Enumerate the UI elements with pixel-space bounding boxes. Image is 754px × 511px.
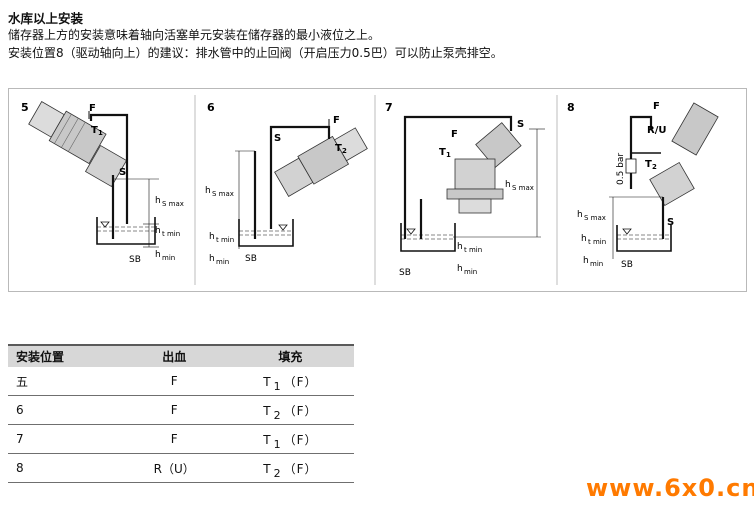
panel-8-t-sub: 2 [652, 163, 657, 171]
panel-6-t-label: T [335, 143, 342, 154]
panel-7-t-sub: 1 [446, 151, 451, 159]
panel-7-t-label: T [439, 147, 446, 158]
panel-6-f-label: F [333, 115, 340, 126]
fill-main: T [263, 403, 272, 418]
panel-7-hmin-label: h [457, 264, 463, 274]
panel-5-t-label: T [91, 125, 98, 136]
panel-6-hmin-label: h [209, 254, 215, 264]
panel-7-number: 7 [385, 101, 393, 114]
panel-8-hs-sub: S max [584, 214, 606, 222]
fill-sub: 1 [273, 437, 282, 451]
panel-8-t-label: T [645, 159, 652, 170]
panel-8-hmin-sub: min [590, 260, 603, 268]
panel-5-hs-sub: S max [162, 200, 184, 208]
table-header-row: 安装位置 出血 填充 [8, 344, 354, 367]
cell-position: 8 [8, 453, 130, 483]
installation-figure: 5 F T 1 S h S max h t min h [8, 88, 747, 292]
fill-main: T [263, 432, 272, 447]
fill-main: T [263, 374, 272, 389]
section-heading: 水库以上安装 [8, 11, 84, 26]
panel-6: 6 F S T 2 h S max h t min h min SB [205, 101, 368, 266]
panel-5-ht-label: h [155, 226, 161, 236]
panel-7-s-label: S [517, 119, 524, 130]
panel-7: 7 S F T 1 h S max h t min h min SB [385, 101, 545, 278]
cell-bleed: F [129, 395, 219, 425]
panel-5-s-label: S [119, 167, 126, 178]
panel-5-pump [28, 101, 107, 165]
fill-suffix: （F） [283, 432, 318, 447]
panel-8-f-label: F [653, 101, 660, 112]
fill-sub: 2 [273, 408, 282, 422]
panel-6-s-label: S [274, 133, 281, 144]
panel-7-pump-top [475, 122, 522, 169]
panel-8-s-label: S [667, 217, 674, 228]
panel-6-t-sub: 2 [342, 147, 347, 155]
panel-5-ht-sub: t min [162, 230, 180, 238]
header-position: 安装位置 [8, 344, 130, 367]
panel-5-hmin-sub: min [162, 254, 175, 262]
fill-sub: 1 [273, 379, 282, 393]
header-fill: 填充 [218, 344, 354, 367]
panel-6-pump [274, 127, 368, 197]
cell-bleed: R（U） [129, 453, 219, 483]
site-watermark: www.6x0.cn [586, 474, 754, 502]
panel-7-hs-label: h [505, 180, 511, 190]
panel-8-sb-label: SB [621, 260, 633, 270]
panel-5-hs-label: h [155, 196, 161, 206]
intro-text: 储存器上方的安装意味着轴向活塞单元安装在储存器的最小液位之上。 [8, 28, 381, 42]
panel-6-ht-label: h [209, 232, 215, 242]
panel-6-number: 6 [207, 101, 215, 114]
panel-5: 5 F T 1 S h S max h t min h [21, 101, 184, 265]
fill-suffix: （F） [283, 461, 318, 476]
panel-6-sb-label: SB [245, 254, 257, 264]
panel-8-ht-label: h [581, 234, 587, 244]
panel-6-hs-sub: S max [212, 190, 234, 198]
panel-8-number: 8 [567, 101, 575, 114]
panel-8-ru-label: R/U [647, 125, 666, 136]
panel-6-ht-sub: t min [216, 236, 234, 244]
panel-5-number: 5 [21, 101, 29, 114]
panel-8: 8 F R/U 0.5 bar T 2 S h S max h t min h … [567, 101, 719, 270]
panel-8-hs-label: h [577, 210, 583, 220]
recommendation-text: 安装位置8（驱动轴向上）的建议：排水管中的止回阀（开启压力0.5巴）可以防止泵壳… [8, 46, 503, 60]
fill-suffix: （F） [283, 374, 318, 389]
panel-8-hmin-label: h [583, 256, 589, 266]
panel-5-f-label: F [89, 103, 96, 114]
panel-7-sb-label: SB [399, 268, 411, 278]
cell-position: 7 [8, 424, 130, 454]
panel-6-hs-label: h [205, 186, 211, 196]
panel-7-hmin-sub: min [464, 268, 477, 276]
installation-diagram: 5 F T 1 S h S max h t min h [21, 95, 719, 285]
fill-main: T [263, 461, 272, 476]
cell-position: 6 [8, 395, 130, 425]
fill-sub: 2 [273, 466, 282, 480]
panel-6-hmin-sub: min [216, 258, 229, 266]
fill-suffix: （F） [283, 403, 318, 418]
panel-5-sb-label: SB [129, 255, 141, 265]
panel-8-ht-sub: t min [588, 238, 606, 246]
panel-8-bar-label: 0.5 bar [616, 153, 626, 185]
panel-5-t-sub: 1 [98, 129, 103, 137]
cell-position: 五 [8, 367, 130, 396]
panel-7-f-label: F [451, 129, 458, 140]
panel-7-hs-sub: S max [512, 184, 534, 192]
cell-bleed: F [129, 367, 219, 396]
panel-8-pump-top [671, 102, 719, 156]
panel-7-ht-label: h [457, 242, 463, 252]
panel-5-hmin-label: h [155, 250, 161, 260]
panel-7-ht-sub: t min [464, 246, 482, 254]
cell-bleed: F [129, 424, 219, 454]
header-bleed: 出血 [129, 344, 219, 367]
